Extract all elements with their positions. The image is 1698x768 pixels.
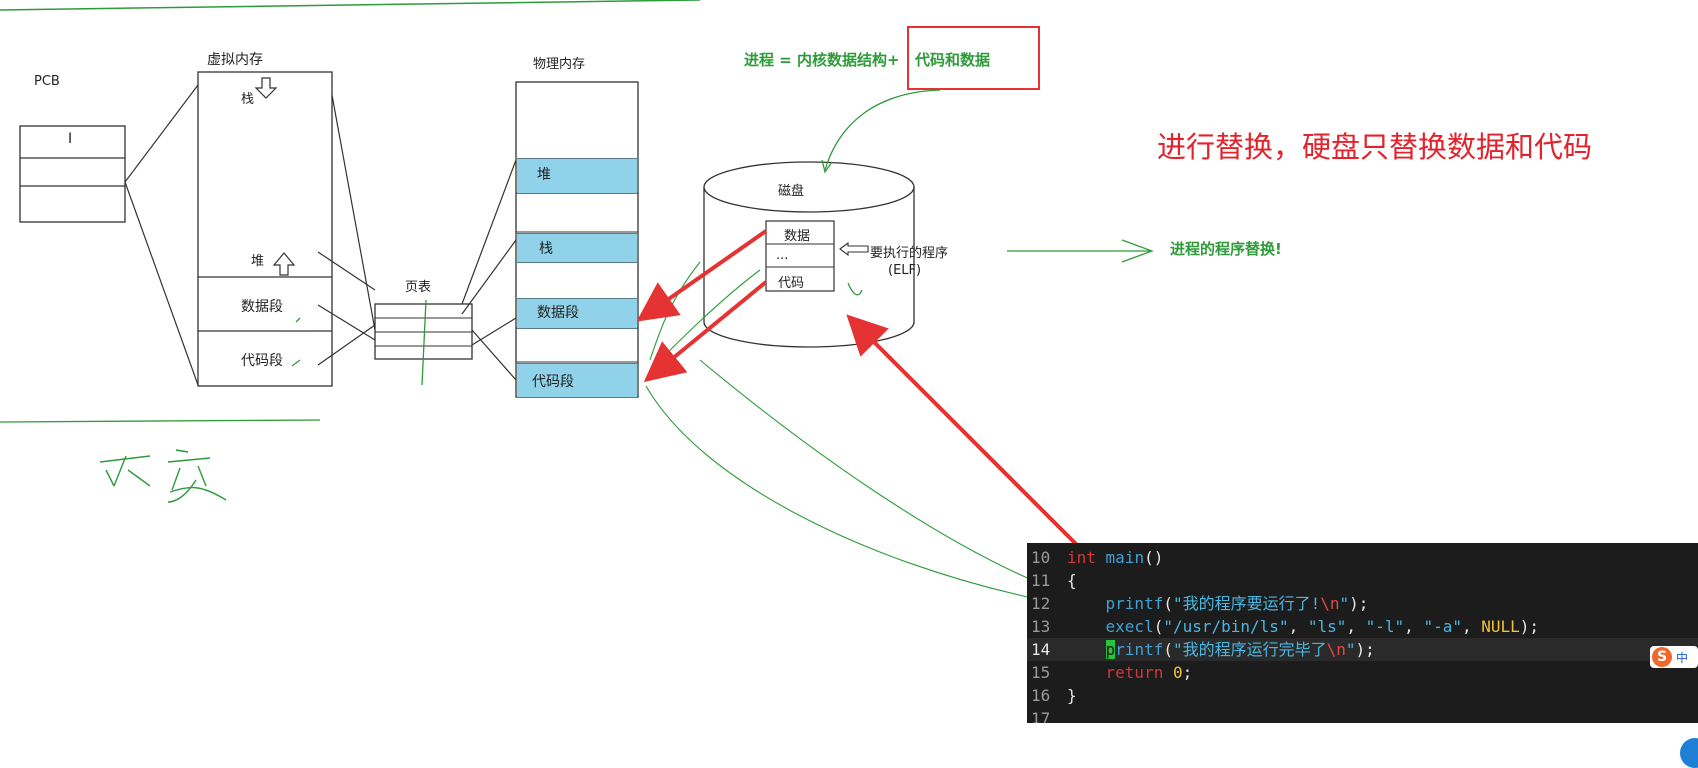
virtual-data-segment-label: 数据段 (241, 299, 283, 315)
virtual-heap-label: 堆 (251, 254, 265, 269)
code-line[interactable]: 13 execl("/usr/bin/ls", "ls", "-l", "-a"… (1027, 615, 1698, 638)
disk-code-label: 代码 (778, 276, 805, 291)
red-arrow-code (643, 280, 768, 383)
pcb-box (19, 125, 126, 223)
ime-indicator[interactable]: S 中 (1650, 646, 1698, 668)
code-text: { (1067, 571, 1077, 590)
pcb-label: PCB (34, 74, 60, 89)
disk-data-label: 数据 (784, 229, 811, 244)
code-line[interactable]: 10 int main() (1027, 546, 1698, 569)
phys-code-segment-label: 代码段 (532, 374, 574, 390)
code-text: } (1067, 686, 1077, 705)
phys-data-segment-label: 数据段 (537, 305, 579, 321)
phys-stack-label: 栈 (539, 241, 553, 257)
formula-highlight: 代码和数据 (915, 51, 991, 69)
virtual-memory-box (197, 71, 333, 387)
ime-mode-label: 中 (1676, 650, 1689, 665)
code-text: printf("我的程序运行完毕了\n"); (1105, 640, 1375, 659)
code-text: execl("/usr/bin/ls", "ls", "-l", "-a", N… (1105, 617, 1540, 636)
disk-elf-label: (ELF) (888, 263, 922, 278)
code-editor-panel: 10 int main() 11 {12 printf("我的程序要运行了!\n");… (1027, 543, 1698, 723)
green-arrow-right (1007, 239, 1154, 263)
formula-highlight-box (907, 26, 1040, 90)
virtual-code-segment-label: 代码段 (241, 353, 283, 369)
phys-heap-label: 堆 (537, 167, 551, 183)
disk-label: 磁盘 (778, 184, 805, 199)
phys-stack-fill (517, 233, 637, 263)
line-number: 16 (1031, 686, 1051, 705)
disk-cylinder (703, 161, 915, 348)
phys-heap-fill (517, 158, 637, 194)
page-table-label: 页表 (405, 280, 432, 295)
pcb-cursor-glyph: I (68, 131, 73, 147)
disk-ellipsis-label: ... (776, 248, 789, 263)
code-text: printf("我的程序要运行了!\n"); (1105, 594, 1369, 613)
code-text: return 0; (1105, 663, 1193, 682)
line-number: 12 (1031, 594, 1051, 613)
code-line[interactable]: 17 (1027, 707, 1698, 723)
line-number: 14 (1031, 640, 1051, 659)
phys-data-fill (517, 298, 637, 329)
code-line[interactable]: 11 { (1027, 569, 1698, 592)
code-line[interactable]: 12 printf("我的程序要运行了!\n"); (1027, 592, 1698, 615)
line-number: 17 (1031, 709, 1051, 723)
program-replace-note: 进程的程序替换! (1170, 240, 1282, 258)
top-green-stroke (0, 0, 701, 11)
code-line[interactable]: 14 printf("我的程序运行完毕了\n"); (1027, 638, 1698, 661)
handwriting-strokes (99, 449, 227, 503)
virtual-stack-label: 栈 (241, 92, 255, 107)
physical-memory-title: 物理内存 (533, 57, 586, 72)
disk-program-label: 要执行的程序 (870, 246, 949, 261)
replace-note: 进行替换，硬盘只替换数据和代码 (1157, 130, 1593, 164)
code-text: int main() (1067, 548, 1164, 567)
corner-widget-icon[interactable] (1680, 738, 1698, 768)
line-number: 10 (1031, 548, 1051, 567)
virtual-memory-title: 虚拟内存 (207, 52, 263, 68)
green-curve-formula-to-disk (824, 89, 941, 171)
sogou-ime-icon: S (1652, 647, 1672, 667)
phys-code-fill (517, 363, 637, 398)
formula-left: 进程 = 内核数据结构+ (744, 51, 900, 69)
red-arrow-data (636, 229, 768, 322)
code-line[interactable]: 15 return 0; (1027, 661, 1698, 684)
line-number: 15 (1031, 663, 1051, 682)
line-number: 13 (1031, 617, 1051, 636)
line-number: 11 (1031, 571, 1051, 590)
code-line[interactable]: 16} (1027, 684, 1698, 707)
